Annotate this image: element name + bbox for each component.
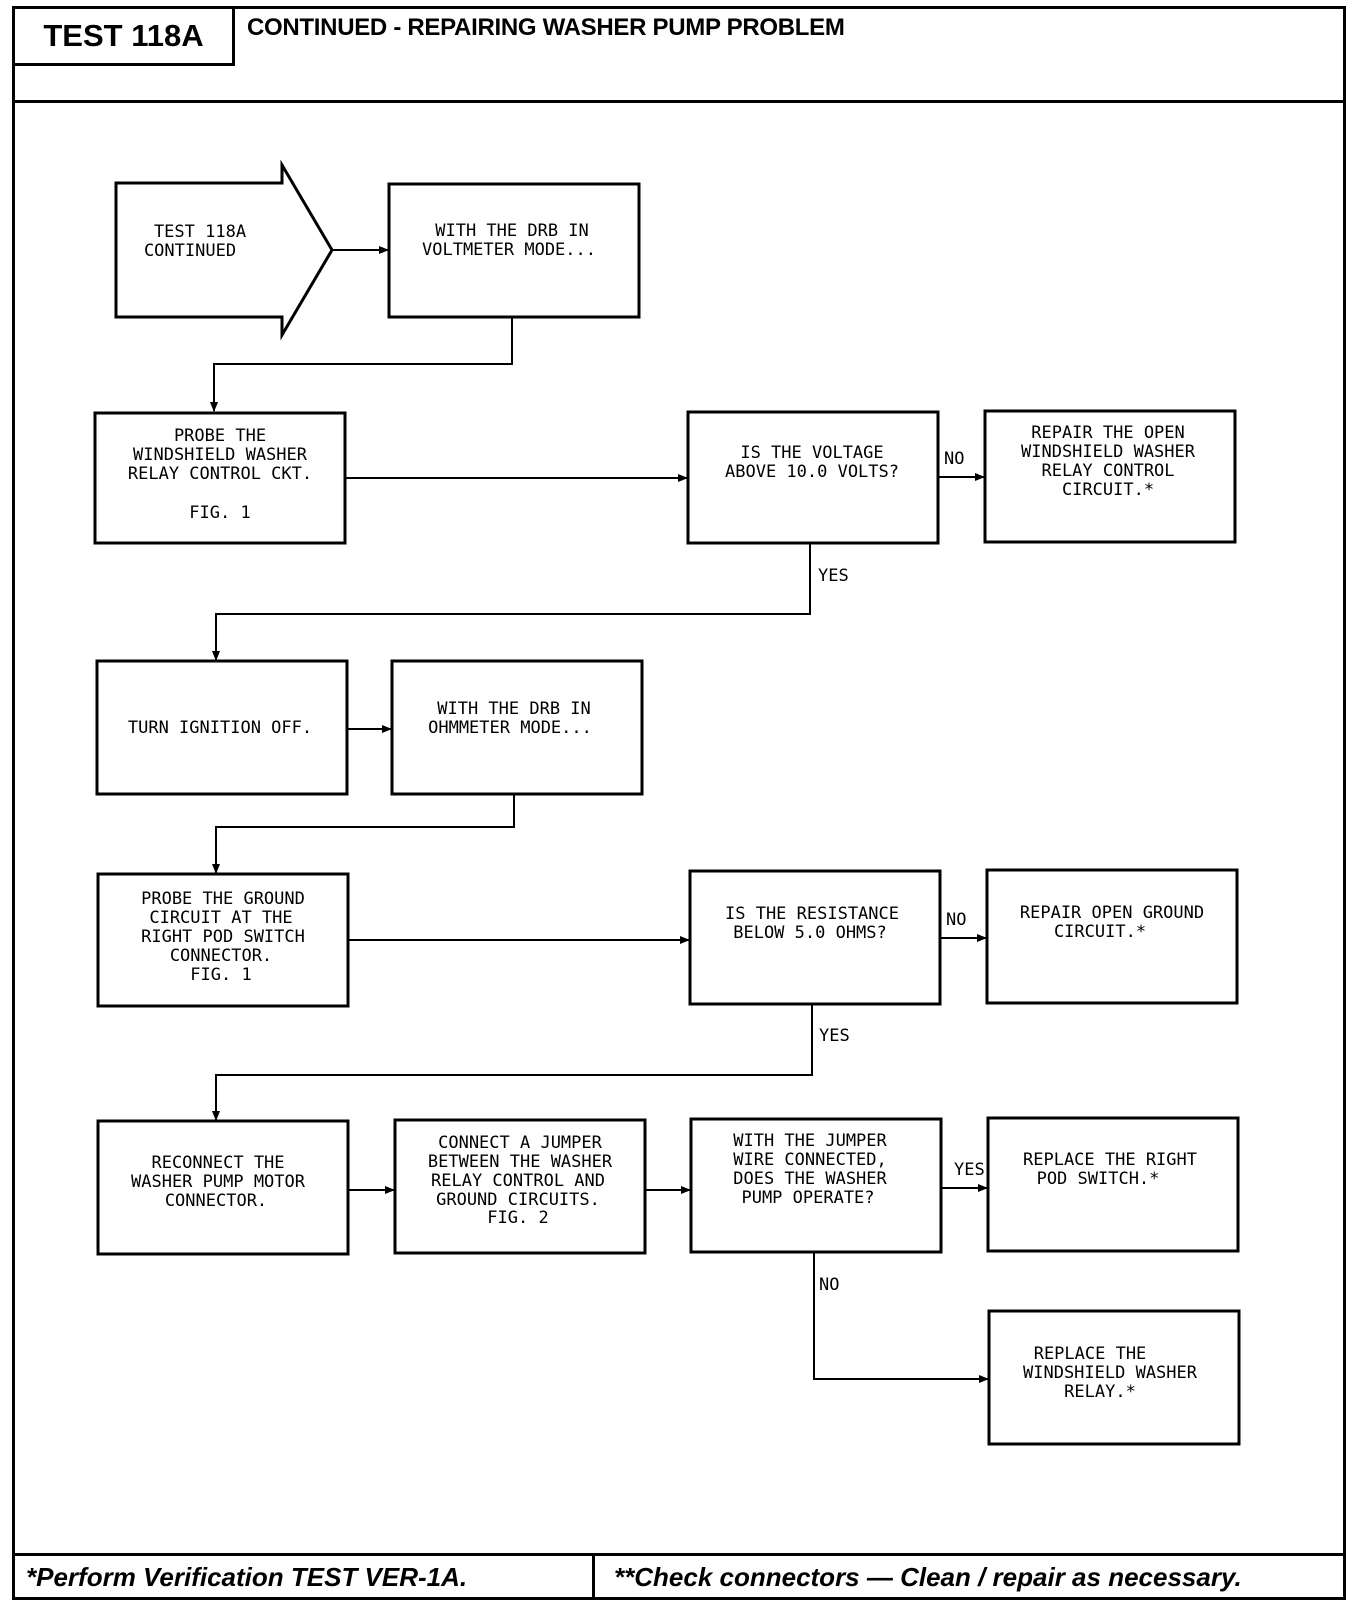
node-reconnect-pump-line: CONNECTOR. [165, 1191, 267, 1211]
footer-bar [12, 1553, 1346, 1600]
node-drb-ohmmeter: WITH THE DRB IN OHMMETER MODE... [390, 659, 644, 796]
node-replace-relay-line: WINDSHIELD WASHER [1023, 1363, 1198, 1383]
node-probe-relay-line: FIG. 1 [189, 503, 250, 523]
node-replace-switch-line: REPLACE THE RIGHT [1023, 1150, 1197, 1170]
page-title: CONTINUED - REPAIRING WASHER PUMP PROBLE… [247, 14, 845, 41]
node-replace-switch-line: POD SWITCH.* [1037, 1169, 1160, 1189]
node-resistance-question-line: BELOW 5.0 OHMS? [733, 923, 887, 943]
test-id-box: TEST 118A [12, 6, 235, 66]
node-repair-ground: REPAIR OPEN GROUND CIRCUIT.* [985, 868, 1239, 1005]
edge-voltage-yes [212, 544, 811, 661]
node-probe-ground-line: CONNECTOR. [170, 946, 272, 966]
edge-resistance-yes [212, 1005, 813, 1121]
node-replace-relay-line: REPLACE THE [1034, 1344, 1147, 1364]
node-replace-switch: REPLACE THE RIGHT POD SWITCH.* [986, 1116, 1240, 1253]
node-pump-question-line: PUMP OPERATE? [741, 1188, 874, 1208]
node-drb-ohmmeter-line: OHMMETER MODE... [428, 718, 592, 738]
label-voltage-no: NO [944, 449, 964, 469]
node-voltage-question-line: ABOVE 10.0 VOLTS? [725, 462, 899, 482]
edge-pump-no [813, 1253, 989, 1383]
node-pump-question-line: WITH THE JUMPER [733, 1131, 887, 1151]
node-probe-relay: PROBE THE WINDSHIELD WASHER RELAY CONTRO… [93, 411, 347, 545]
label-resistance-yes: YES [819, 1026, 850, 1046]
label-pump-no: NO [819, 1275, 839, 1295]
node-repair-ground-line: REPAIR OPEN GROUND [1020, 903, 1204, 923]
node-probe-ground: PROBE THE GROUND CIRCUIT AT THE RIGHT PO… [96, 872, 350, 1008]
node-probe-relay-line: WINDSHIELD WASHER [133, 445, 308, 465]
node-drb-voltmeter-line: WITH THE DRB IN [435, 221, 589, 241]
node-drb-voltmeter-line: VOLTMETER MODE... [422, 240, 596, 260]
node-repair-relay-line: REPAIR THE OPEN [1031, 423, 1185, 443]
node-voltage-question-line: IS THE VOLTAGE [740, 443, 883, 463]
node-repair-relay-line: CIRCUIT.* [1062, 480, 1154, 500]
footer-right-note: **Check connectors — Clean / repair as n… [614, 1562, 1242, 1592]
node-probe-ground-line: PROBE THE GROUND [141, 889, 305, 909]
node-connect-jumper: CONNECT A JUMPER BETWEEN THE WASHER RELA… [393, 1118, 647, 1255]
node-connect-jumper-line: GROUND CIRCUITS. [436, 1190, 600, 1210]
node-ignition-off: TURN IGNITION OFF. [95, 659, 349, 796]
node-replace-relay-line: RELAY.* [1064, 1382, 1136, 1402]
node-connect-jumper-line: BETWEEN THE WASHER [428, 1152, 613, 1172]
node-start-line: TEST 118A [154, 222, 246, 242]
footer-divider [592, 1553, 595, 1600]
node-repair-relay-line: RELAY CONTROL [1041, 461, 1174, 481]
node-connect-jumper-line: FIG. 2 [487, 1208, 548, 1228]
label-pump-yes: YES [954, 1160, 985, 1180]
edge-voltmeter-to-probe-relay [210, 318, 513, 412]
node-repair-ground-line: CIRCUIT.* [1054, 922, 1146, 942]
label-voltage-yes: YES [818, 566, 849, 586]
node-pump-question-line: WIRE CONNECTED, [733, 1150, 887, 1170]
label-resistance-no: NO [946, 910, 966, 930]
node-reconnect-pump-line: WASHER PUMP MOTOR [131, 1172, 306, 1192]
connectors [210, 246, 989, 1383]
node-repair-relay-line: WINDSHIELD WASHER [1021, 442, 1196, 462]
node-ignition-off-line: TURN IGNITION OFF. [128, 718, 312, 738]
node-start-line: CONTINUED [144, 241, 236, 261]
node-replace-relay: REPLACE THE WINDSHIELD WASHER RELAY.* [987, 1309, 1241, 1446]
node-probe-ground-line: FIG. 1 [190, 965, 251, 985]
footer-left-note: *Perform Verification TEST VER-1A. [26, 1562, 468, 1592]
edge-ohmmeter-to-probe-ground [212, 795, 515, 874]
node-start: TEST 118A CONTINUED [114, 159, 334, 341]
node-probe-ground-line: CIRCUIT AT THE [149, 908, 292, 928]
node-drb-ohmmeter-line: WITH THE DRB IN [437, 699, 591, 719]
node-probe-relay-line: PROBE THE [174, 426, 266, 446]
node-pump-question: WITH THE JUMPER WIRE CONNECTED, DOES THE… [689, 1117, 943, 1254]
node-probe-ground-line: RIGHT POD SWITCH [141, 927, 305, 947]
node-connect-jumper-line: RELAY CONTROL AND [431, 1171, 605, 1191]
node-drb-voltmeter: WITH THE DRB IN VOLTMETER MODE... [387, 182, 641, 319]
node-reconnect-pump: RECONNECT THE WASHER PUMP MOTOR CONNECTO… [96, 1119, 350, 1256]
node-voltage-question: IS THE VOLTAGE ABOVE 10.0 VOLTS? [686, 410, 940, 545]
node-resistance-question: IS THE RESISTANCE BELOW 5.0 OHMS? [688, 869, 942, 1006]
node-reconnect-pump-line: RECONNECT THE [151, 1153, 284, 1173]
node-resistance-question-line: IS THE RESISTANCE [725, 904, 899, 924]
node-repair-relay: REPAIR THE OPEN WINDSHIELD WASHER RELAY … [983, 409, 1237, 544]
node-connect-jumper-line: CONNECT A JUMPER [438, 1133, 603, 1153]
node-pump-question-line: DOES THE WASHER [733, 1169, 887, 1189]
node-probe-relay-line: RELAY CONTROL CKT. [128, 464, 312, 484]
